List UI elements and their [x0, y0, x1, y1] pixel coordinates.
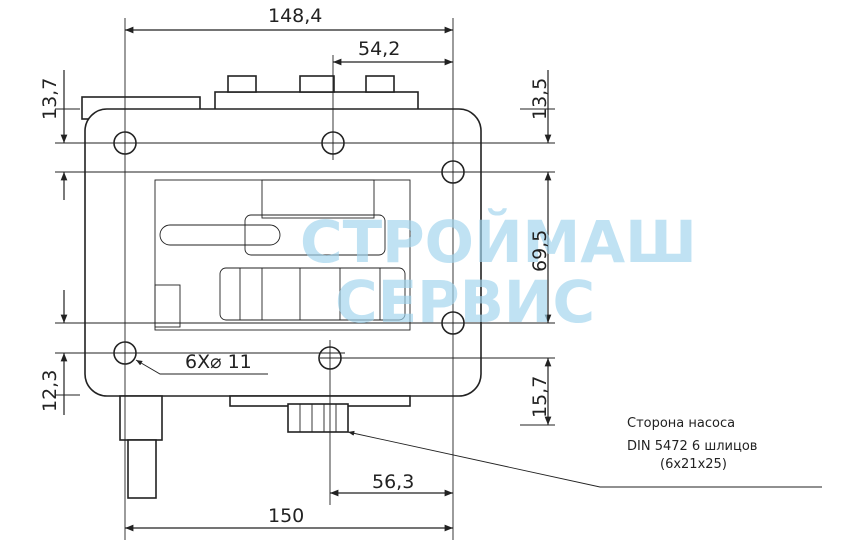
dim-left-top: 13,7 [39, 78, 61, 120]
gear-assembly [154, 179, 406, 328]
dim-top-width: 148,4 [268, 5, 322, 27]
pump-side-leader [347, 430, 822, 488]
top-bolt-plate [214, 75, 419, 111]
annotation-line3: (6x21x25) [660, 457, 727, 472]
dim-holes: 6X⌀ 11 [185, 351, 252, 373]
dim-left-bottom: 12,3 [39, 370, 61, 412]
watermark-line1: СТРОЙМАШ [300, 207, 697, 276]
dim-top-offset: 54,2 [358, 38, 400, 60]
dim-right-top: 13,5 [529, 78, 551, 120]
annotation-line2: DIN 5472 6 шлицов [627, 439, 757, 454]
annotation-line1: Сторона насоса [627, 416, 735, 431]
hole-leader [135, 359, 268, 375]
pump-shaft [287, 403, 349, 433]
dim-right-bottom: 15,7 [529, 376, 551, 418]
center-lines [55, 18, 555, 540]
dim-bottom-offset: 56,3 [372, 471, 414, 493]
lever-arm [119, 395, 163, 499]
dimension-lines [60, 26, 552, 532]
watermark-line2: СЕРВИС [335, 268, 595, 336]
dim-bottom-width: 150 [268, 505, 304, 527]
dim-right-mid: 69,5 [529, 230, 551, 272]
